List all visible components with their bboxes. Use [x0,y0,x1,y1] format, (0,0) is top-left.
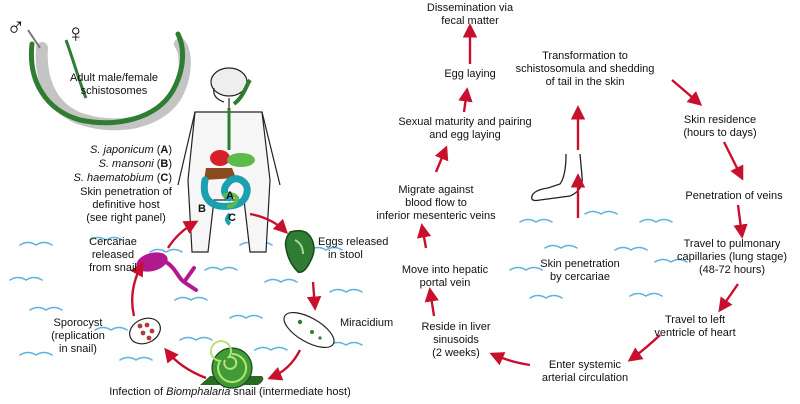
adult-label-line-1: Adult male/female [69,72,159,84]
sporocyst-label: Sporocyst (replication in snail) [51,317,105,355]
body-letter-b: B [198,203,206,215]
right-cycle-arrows [416,23,748,367]
dissemination-label: Dissemination via fecal matter [426,2,514,27]
transformation-label: Transformation to schistosomula and shed… [515,50,655,88]
migrate-label: Migrate against blood flow to inferior m… [376,184,496,222]
liver-label: Reside in liver sinusoids (2 weeks) [421,321,491,359]
water-right [509,210,688,299]
body-letter-a: A [226,190,234,202]
body-letter-c: C [228,212,236,224]
adult-schistosomes [27,29,191,131]
species-list: S. japonicum (A) S. mansoni (B) S. haema… [62,143,172,185]
snail [200,340,264,389]
sexual-maturity-label: Sexual maturity and pairing and egg layi… [398,116,532,141]
egg-stool [284,229,315,274]
skin-penetration-cercariae-label: Skin penetration by cercariae [540,258,620,283]
cercaria [136,252,198,292]
pulmonary-label: Travel to pulmonary capillaries (lung st… [676,238,788,276]
infection-label: Infection of Biomphalaria snail (interme… [109,386,351,398]
ventricle-label: Travel to left ventricle of heart [654,314,736,339]
sporocyst [129,317,161,345]
miracidium [283,311,335,349]
veins-label: Penetration of veins [685,190,783,202]
foot [531,153,583,202]
miracidium-label: Miracidium [340,317,394,329]
left-cycle-arrows [130,212,322,381]
eggs-label: Eggs released in stool [318,236,389,261]
adult-schistosomes-label: Adult male/female schistosomes [64,72,164,98]
egg-laying-label: Egg laying [444,68,496,80]
adult-label-line-2: schistosomes [80,85,148,97]
residence-label: Skin residence (hours to days) [683,114,757,139]
cercariae-label: Cercariae released from snail [89,236,137,274]
species-japonicum: S. japonicum (A) [90,144,172,156]
skin-penetration-label: Skin penetration of definitive host (see… [80,186,172,224]
organs [200,78,255,226]
water-left [9,236,363,361]
female-symbol: ♀ [66,18,86,48]
species-mansoni: S. mansoni (B) [98,158,172,170]
species-haematobium: S. haematobium (C) [73,172,172,184]
male-symbol: ♂ [6,12,26,42]
systemic-label: Enter systemic arterial circulation [541,359,629,384]
hepatic-label: Move into hepatic portal vein [401,264,489,289]
